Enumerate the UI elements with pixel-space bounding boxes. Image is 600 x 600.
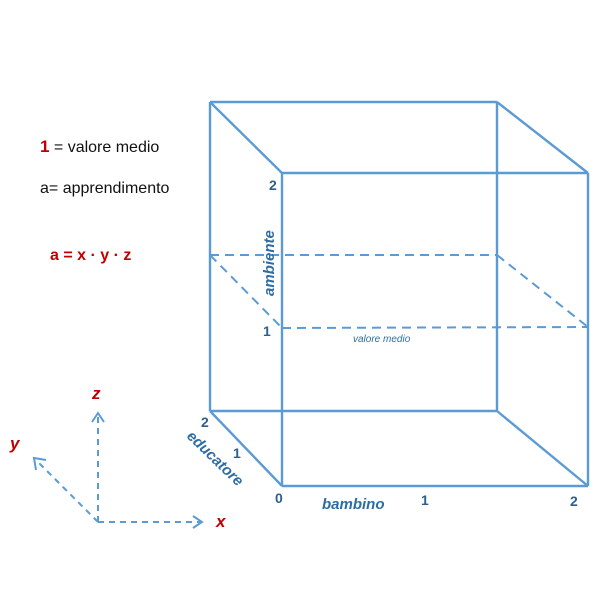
legend-mean-text: = valore medio (49, 139, 160, 156)
dimension-label-bambino: bambino (322, 496, 385, 513)
tick-vertical-2: 2 (269, 177, 277, 193)
cube-front-face (280, 171, 590, 488)
axis-arrowheads (32, 411, 204, 529)
legend-learning: a= apprendimento (40, 180, 170, 197)
axis-label-x: x (215, 512, 227, 531)
mid-value-label: valore medio (353, 334, 411, 345)
tick-horizontal-1: 1 (421, 492, 429, 508)
tick-vertical-1: 1 (263, 323, 271, 339)
axis-label-z: z (91, 384, 101, 403)
legend-formula: a = x · y · z (50, 247, 132, 264)
tick-depth-2: 2 (201, 414, 209, 430)
tick-horizontal-2: 2 (570, 493, 578, 509)
mid-value-plane (209, 254, 589, 329)
dimension-label-ambiente: ambiente (261, 230, 278, 296)
tick-origin: 0 (275, 490, 283, 506)
legend-number-one: 1 (40, 137, 50, 156)
axis-arrows (35, 415, 200, 523)
cube-depth-edges (209, 101, 589, 487)
legend-mean-value: 1 = valore medio (40, 137, 159, 157)
axis-label-y: y (9, 434, 21, 453)
cube-back-face (208, 100, 499, 413)
tick-depth-1: 1 (233, 445, 241, 461)
